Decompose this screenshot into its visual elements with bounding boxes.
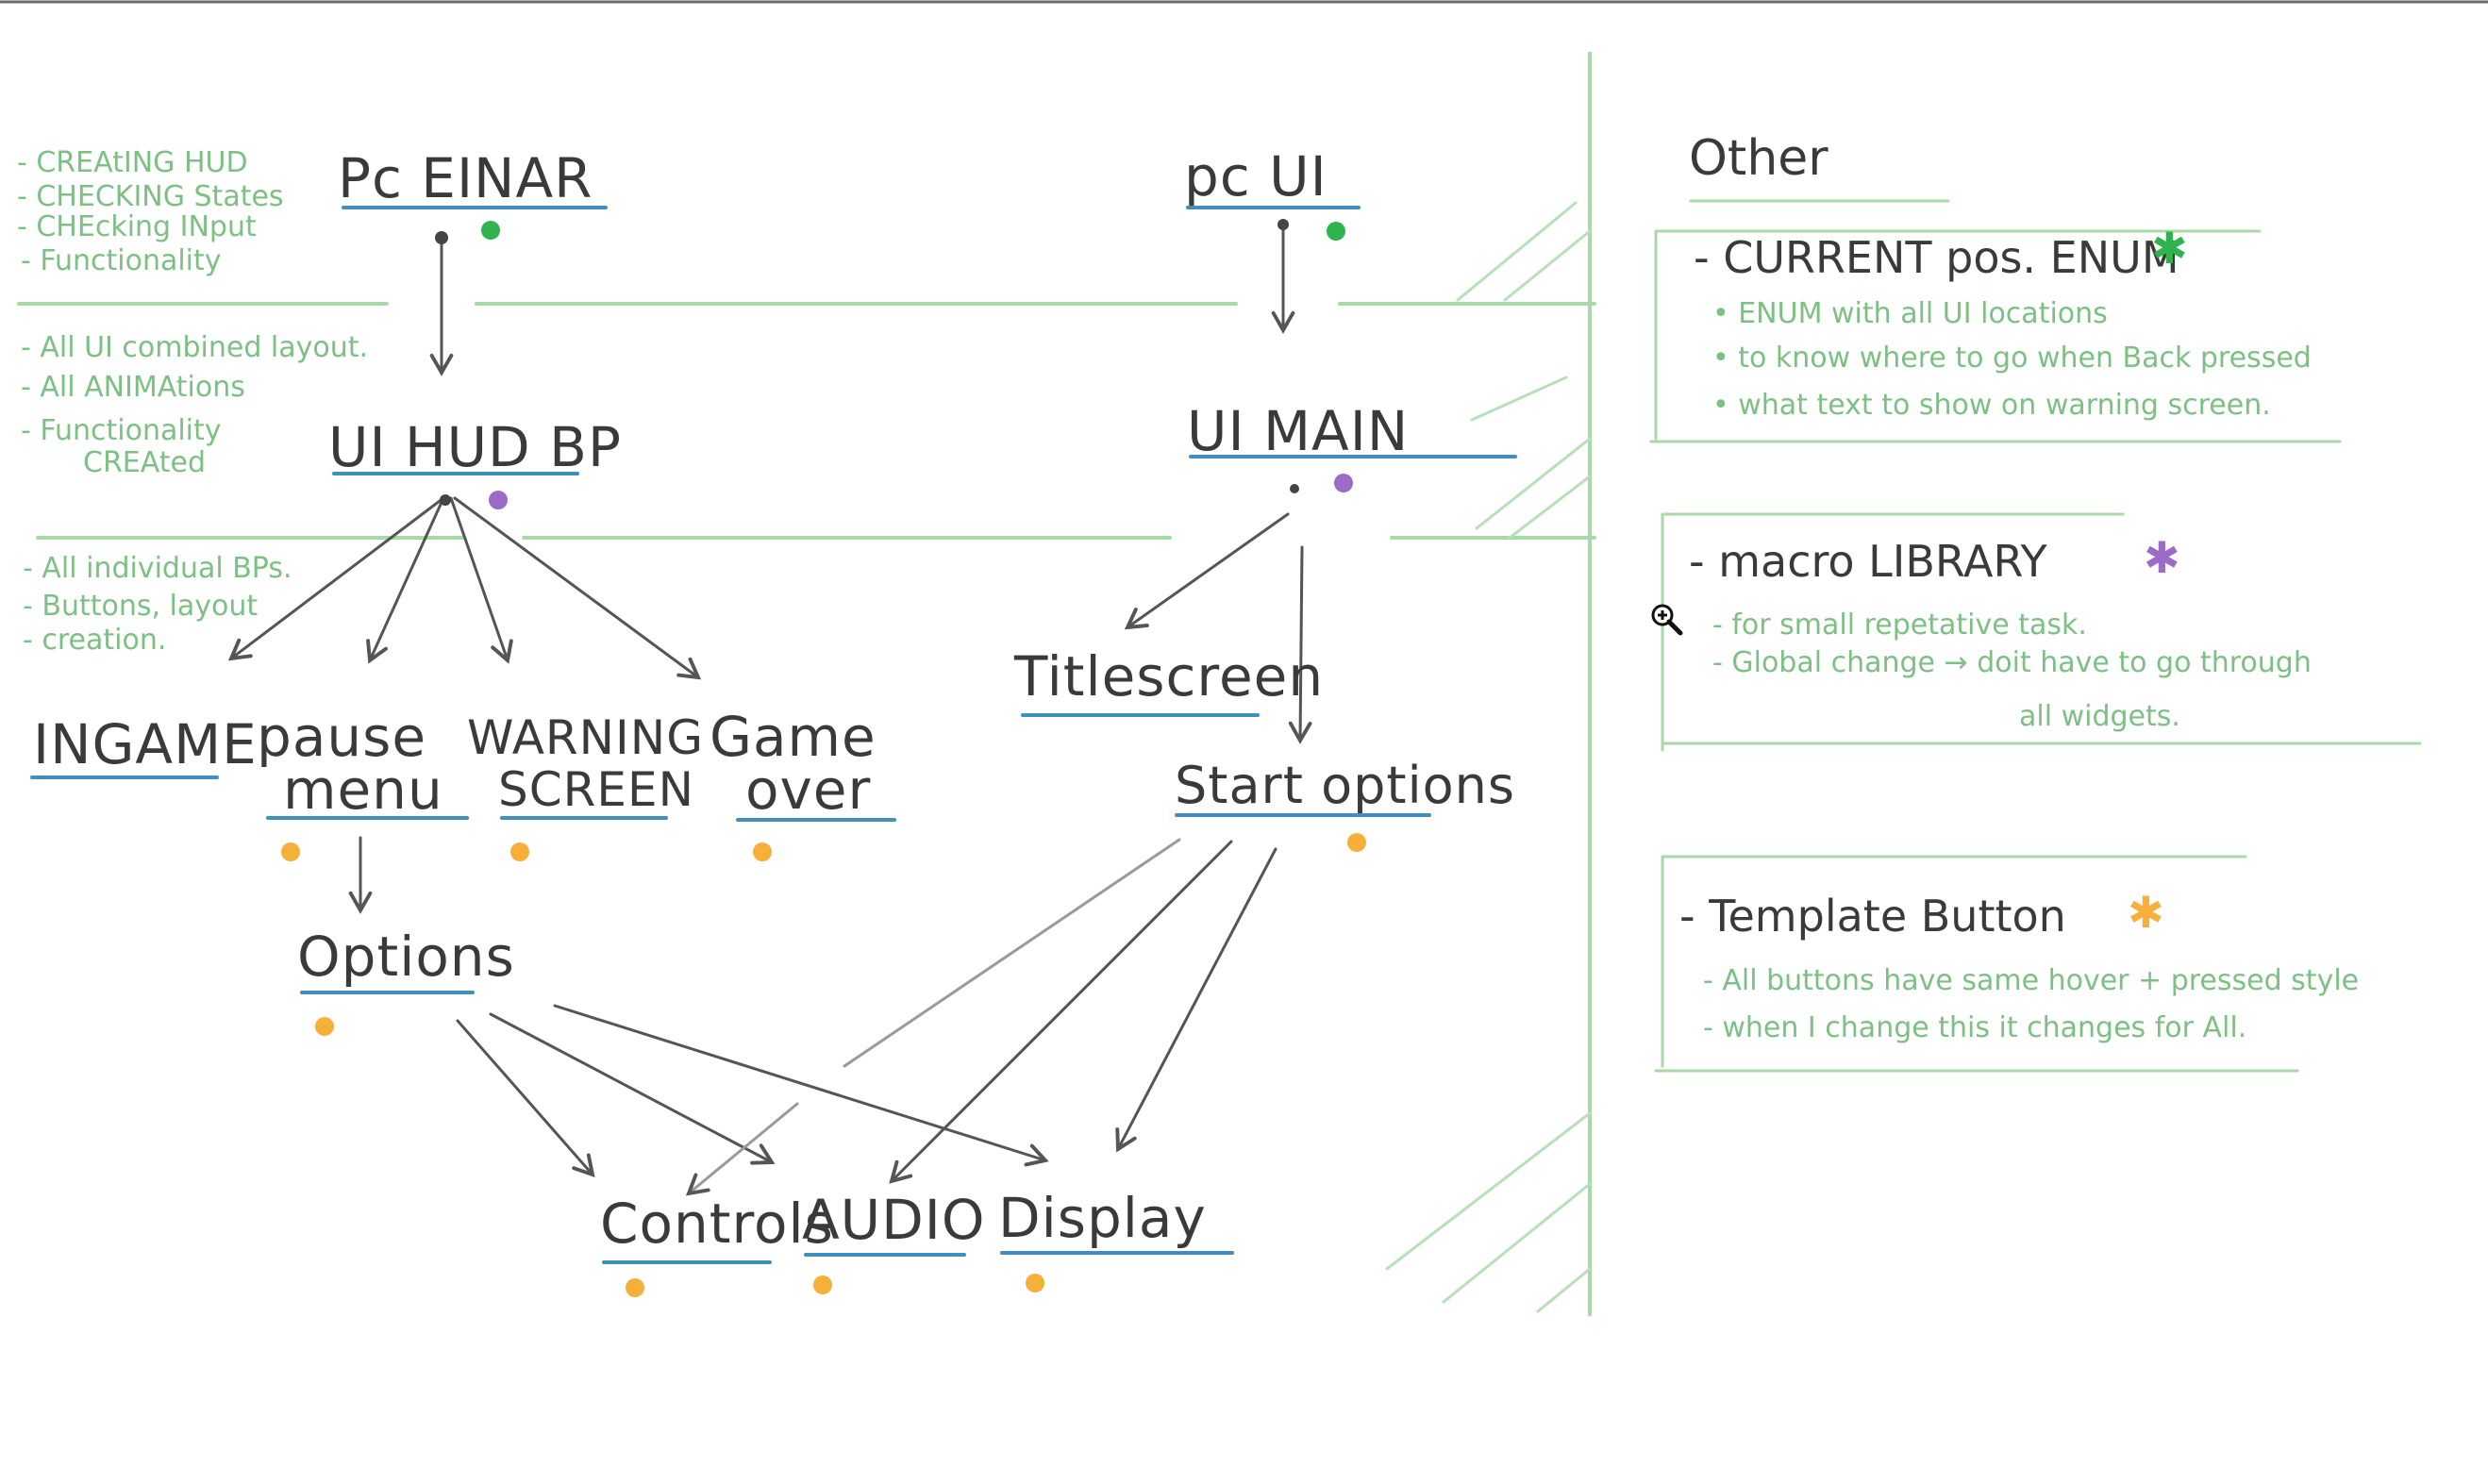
side-item: - for small repetative task. xyxy=(1712,609,2087,642)
node-game-over-line1: Game xyxy=(710,705,877,769)
status-dot-orange xyxy=(813,1276,832,1294)
arrow-startoptions-controls-a xyxy=(843,838,1181,1068)
underline xyxy=(300,991,475,994)
underline xyxy=(1000,1251,1234,1255)
side-section-heading: - Template Button xyxy=(1679,891,2066,942)
side-boxes xyxy=(1649,199,2422,1073)
arrow-uimain-titlescreen xyxy=(1124,512,1290,630)
arrow-uimain-startoptions xyxy=(1288,545,1312,744)
side-item: • to know where to go when Back pressed xyxy=(1712,342,2312,375)
joint-dot xyxy=(1290,484,1299,493)
node-warning-line2: SCREEN xyxy=(498,762,694,817)
node-audio: AUDIO xyxy=(802,1188,986,1252)
node-options: Options xyxy=(297,925,515,989)
note-ui-hud-3: - Functionality xyxy=(21,414,222,447)
arrow-options-controls xyxy=(456,1019,595,1177)
underline xyxy=(1186,206,1361,209)
underline xyxy=(1189,455,1517,459)
node-pause-menu-line1: pause xyxy=(257,705,427,769)
side-item: • what text to show on warning screen. xyxy=(1712,389,2271,422)
underline xyxy=(1175,813,1431,817)
joint-dot xyxy=(435,231,448,244)
note-ui-hud-2: - All ANIMAtions xyxy=(21,371,245,404)
note-pc-einar-1: - CREAtING HUD xyxy=(17,146,248,179)
status-dot-green xyxy=(1327,222,1345,241)
side-item: all widgets. xyxy=(2019,700,2180,733)
side-section-heading: - macro LIBRARY xyxy=(1689,536,2047,587)
connectors xyxy=(227,225,1312,1184)
node-start-options: Start options xyxy=(1175,756,1515,815)
node-titlescreen: Titlescreen xyxy=(1014,644,1325,709)
status-dot-orange xyxy=(315,1017,334,1036)
underline xyxy=(266,816,469,820)
asterisk-icon: ✱ xyxy=(2144,532,2180,583)
note-individual-2: - Buttons, layout xyxy=(23,590,259,623)
arrow-uihud-pause xyxy=(366,496,445,664)
underline xyxy=(500,816,668,820)
arrow-startoptions-audio xyxy=(889,840,1233,1184)
side-item: - Global change → doit have to go throug… xyxy=(1712,646,2312,679)
node-ui-hud-bp: UI HUD BP xyxy=(328,415,622,479)
arrow-startoptions-controls-b xyxy=(685,1102,799,1196)
asterisk-icon: ✱ xyxy=(2128,887,2164,938)
note-ui-hud-4: CREAted xyxy=(83,446,207,479)
underline xyxy=(332,472,579,475)
status-dot-orange xyxy=(1347,833,1366,852)
status-dot-orange xyxy=(281,842,300,861)
note-pc-einar-2: - CHECKING States xyxy=(17,180,284,213)
underline xyxy=(804,1253,966,1257)
section-lines xyxy=(17,302,1596,540)
hatch-marks xyxy=(1385,201,1592,1313)
joint-dot xyxy=(1277,219,1289,230)
underline xyxy=(1021,713,1260,717)
note-individual-1: - All individual BPs. xyxy=(23,552,292,585)
node-pc-ui: pc UI xyxy=(1184,144,1327,208)
arrow-uihud-gameover xyxy=(453,496,702,680)
status-dot-purple xyxy=(489,491,508,509)
node-warning-line1: WARNING xyxy=(467,710,704,765)
side-item: - All buttons have same hover + pressed … xyxy=(1703,964,2360,997)
status-dot-orange xyxy=(510,842,529,861)
status-dot-green xyxy=(481,221,500,240)
asterisk-icon: ✱ xyxy=(2151,223,2188,274)
node-game-over-line2: over xyxy=(745,758,872,822)
node-pause-menu-line2: menu xyxy=(283,758,443,822)
arrow-startoptions-display xyxy=(1115,847,1277,1153)
side-section-heading: - CURRENT pos. ENUM xyxy=(1694,232,2179,283)
underline xyxy=(602,1260,772,1264)
arrow-options-audio xyxy=(489,1012,776,1165)
status-dot-purple xyxy=(1334,474,1353,492)
node-ui-main: UI MAIN xyxy=(1187,399,1410,463)
node-pc-einar: Pc EINAR xyxy=(338,146,593,210)
side-item: • ENUM with all UI locations xyxy=(1712,297,2108,330)
side-title: Other xyxy=(1689,130,1828,187)
side-item: - when I change this it changes for All. xyxy=(1703,1011,2247,1044)
zoom-in-cursor-icon xyxy=(1651,604,1683,636)
note-pc-einar-3: - CHEcking INput xyxy=(17,210,257,243)
joint-dot xyxy=(440,494,451,506)
arrow-uihud-ingame xyxy=(227,496,445,661)
node-display: Display xyxy=(998,1186,1207,1250)
underline xyxy=(736,818,896,822)
status-dot-orange xyxy=(626,1278,644,1297)
status-dot-orange xyxy=(1026,1274,1044,1292)
status-dot-orange xyxy=(753,842,772,861)
note-ui-hud-1: - All UI combined layout. xyxy=(21,331,369,364)
underline xyxy=(30,775,219,779)
arrow-options-display xyxy=(553,1004,1049,1167)
note-pc-einar-4: - Functionality xyxy=(21,244,222,277)
node-controls: Controls xyxy=(600,1192,834,1256)
underline xyxy=(342,206,608,209)
arrow-uihud-warning xyxy=(449,496,513,664)
node-ingame: INGAME xyxy=(33,712,258,776)
note-individual-3: - creation. xyxy=(23,624,167,657)
